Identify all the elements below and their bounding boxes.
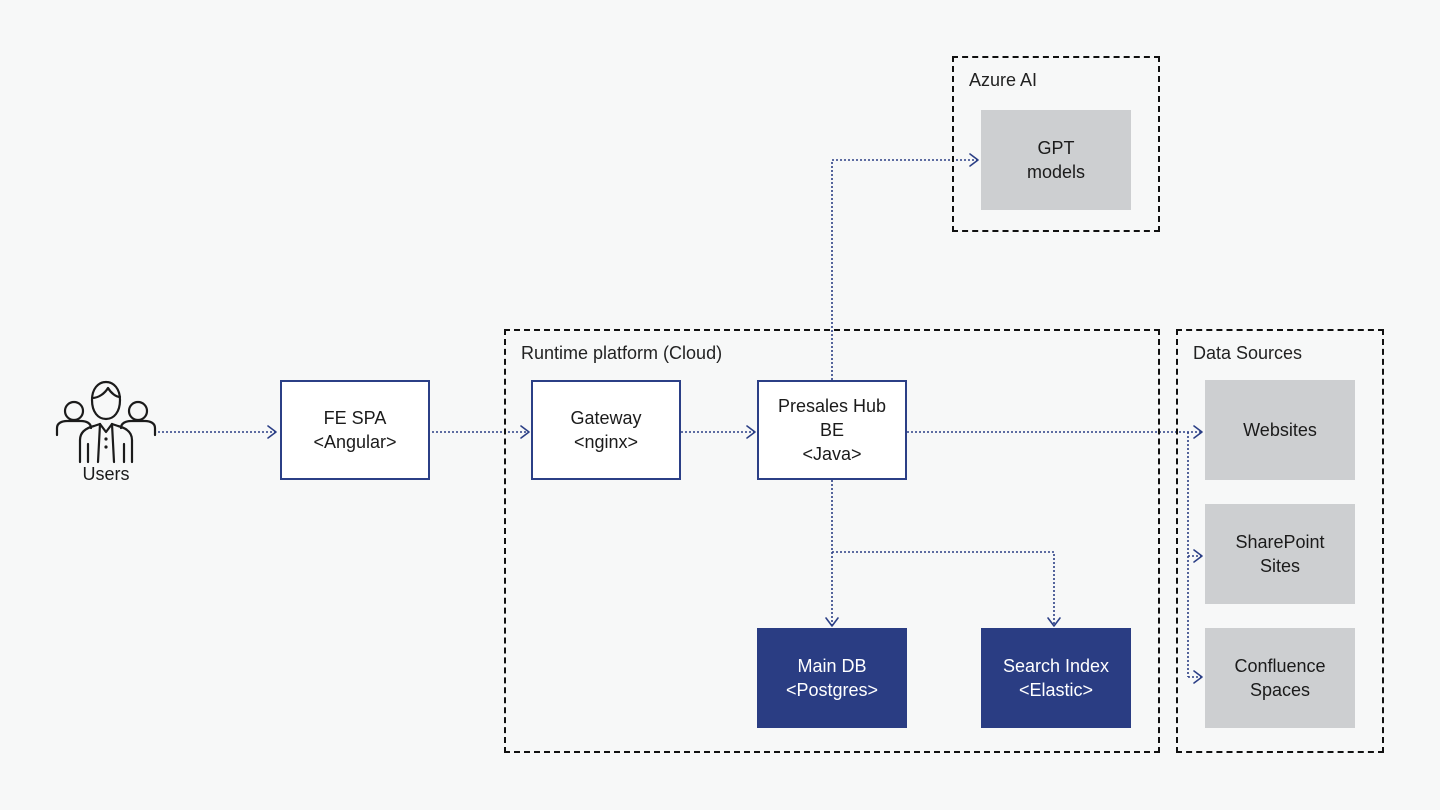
arrowhead-gpt [969, 153, 979, 167]
group-azure-ai: Azure AI [952, 56, 1160, 232]
node-main-db-line-2: <Postgres> [785, 680, 879, 700]
node-gateway-line-1: Gateway [570, 408, 642, 428]
node-gpt-models[interactable]: GPT models [981, 110, 1131, 210]
arrowhead-confluence [1193, 670, 1203, 684]
node-backend-line-2: BE [819, 420, 844, 440]
node-presales-hub-be[interactable]: Presales Hub BE <Java> [757, 380, 907, 480]
arrowhead-backend [746, 425, 756, 439]
node-fe-spa[interactable]: FE SPA <Angular> [280, 380, 430, 480]
group-label-runtime-platform: Runtime platform (Cloud) [521, 343, 723, 363]
node-sharepoint-sites[interactable]: SharePoint Sites [1205, 504, 1355, 604]
edge-backend-to-gpt [831, 159, 978, 380]
node-gateway-line-2: <nginx> [573, 432, 639, 452]
node-main-db-line-1: Main DB [797, 656, 867, 676]
node-search-index-line-2: <Elastic> [1018, 680, 1094, 700]
node-search-index-line-1: Search Index [1002, 656, 1110, 676]
node-confluence-line-2: Spaces [1249, 680, 1311, 700]
node-sharepoint-line-2: Sites [1259, 556, 1301, 576]
users-actor[interactable]: Users [50, 378, 160, 488]
node-websites[interactable]: Websites [1205, 380, 1355, 480]
node-main-db[interactable]: Main DB <Postgres> [757, 628, 907, 728]
arrowhead-websites [1193, 425, 1203, 439]
node-confluence-spaces[interactable]: Confluence Spaces [1205, 628, 1355, 728]
node-search-index[interactable]: Search Index <Elastic> [981, 628, 1131, 728]
node-confluence-line-1: Confluence [1234, 656, 1326, 676]
users-label: Users [82, 464, 130, 484]
edge-backend-to-search-index [832, 551, 1055, 626]
node-fe-spa-line-1: FE SPA [323, 408, 387, 428]
node-gateway[interactable]: Gateway <nginx> [531, 380, 681, 480]
node-backend-line-3: <Java> [802, 444, 862, 464]
node-gpt-line-1: GPT [1037, 138, 1075, 158]
group-label-azure-ai: Azure AI [969, 70, 1038, 90]
arrowhead-sharepoint [1193, 549, 1203, 563]
node-backend-line-1: Presales Hub [777, 396, 887, 416]
group-data-sources: Data Sources [1176, 329, 1384, 753]
arrowhead-gateway [520, 425, 530, 439]
arrowhead-search-index [1047, 617, 1061, 627]
node-websites-line-1: Websites [1243, 420, 1317, 440]
arrowhead-main-db [825, 617, 839, 627]
node-fe-spa-line-2: <Angular> [313, 432, 397, 452]
node-sharepoint-line-1: SharePoint [1235, 532, 1325, 552]
users-icon [55, 380, 157, 464]
node-gpt-line-2: models [1026, 162, 1086, 182]
group-label-data-sources: Data Sources [1193, 343, 1303, 363]
group-runtime-platform: Runtime platform (Cloud) [504, 329, 1160, 753]
arrowhead-fe-spa [267, 425, 277, 439]
